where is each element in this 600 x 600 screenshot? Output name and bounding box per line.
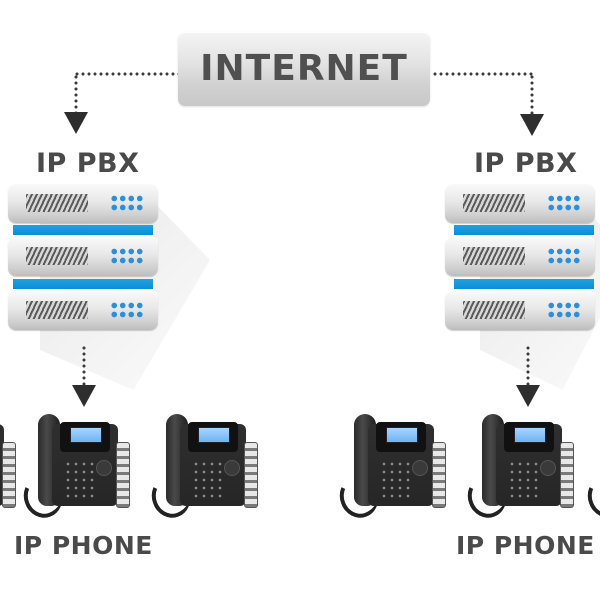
arrow-down-icon <box>520 114 544 136</box>
server-unit <box>445 183 595 223</box>
vent-grille <box>26 194 88 212</box>
desk-phone-icon <box>461 414 574 524</box>
arrow-down-icon <box>72 385 96 407</box>
server-unit <box>445 290 595 330</box>
rack-separator <box>13 225 153 235</box>
connector-internet-left-vertical <box>74 74 78 112</box>
server-unit <box>8 290 158 330</box>
vent-grille <box>463 247 525 265</box>
rack-separator <box>454 225 594 235</box>
rack-separator <box>454 279 594 289</box>
server-unit <box>8 236 158 276</box>
phone-label-left: IP PHONE <box>14 531 153 560</box>
status-leds <box>547 194 581 212</box>
vent-grille <box>26 247 88 265</box>
status-leds <box>110 247 144 265</box>
vent-grille <box>463 301 525 319</box>
status-leds <box>547 247 581 265</box>
desk-phone-icon <box>145 414 258 524</box>
status-leds <box>547 301 581 319</box>
arrow-down-icon <box>516 385 540 407</box>
desk-phone-icon <box>17 414 130 524</box>
phone-label-right: IP PHONE <box>456 531 595 560</box>
rack-separator <box>13 279 153 289</box>
connector-pbx-phone-right <box>526 345 530 385</box>
server-unit <box>8 183 158 223</box>
connector-internet-right-vertical <box>530 74 534 114</box>
status-leds <box>110 194 144 212</box>
pbx-label-left: IP PBX <box>36 148 140 179</box>
vent-grille <box>463 194 525 212</box>
server-unit <box>445 236 595 276</box>
connector-internet-right-horizontal <box>432 72 534 76</box>
desk-phone-icon <box>581 414 600 524</box>
internet-node: INTERNET <box>178 32 430 106</box>
desk-phone-icon <box>333 414 446 524</box>
internet-label: INTERNET <box>200 48 408 89</box>
pbx-label-right: IP PBX <box>474 148 578 179</box>
status-leds <box>110 301 144 319</box>
connector-pbx-phone-left <box>82 345 86 385</box>
connector-internet-left-horizontal <box>74 72 178 76</box>
vent-grille <box>26 301 88 319</box>
desk-phone-icon <box>0 414 16 514</box>
arrow-down-icon <box>64 112 88 134</box>
